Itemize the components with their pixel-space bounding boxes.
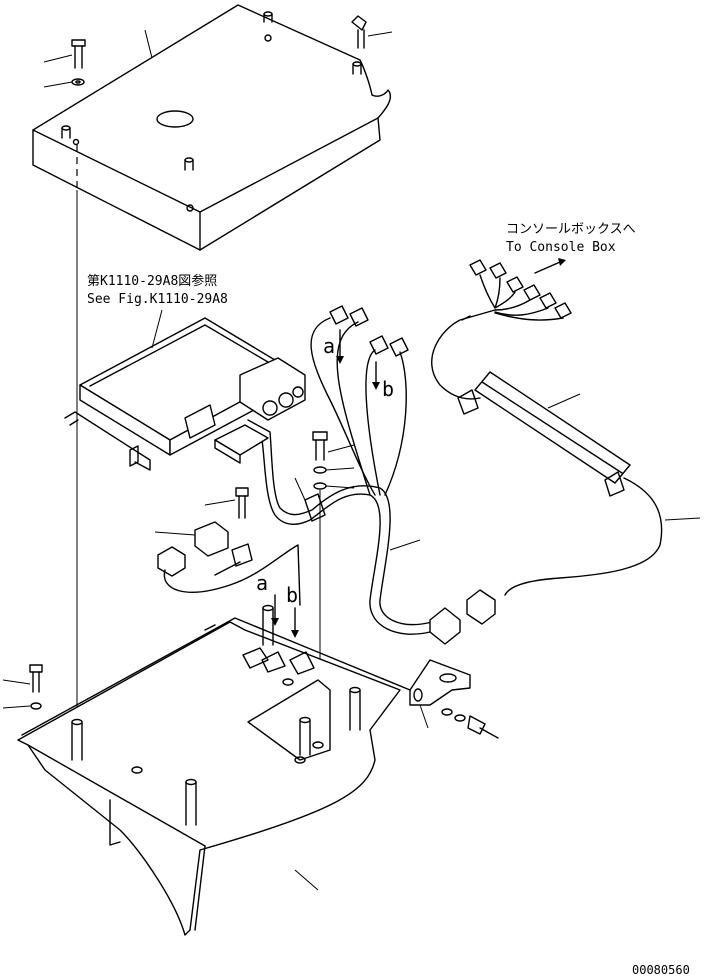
bolt-top-left — [43, 39, 86, 88]
wing-bolt-top-right — [351, 15, 393, 49]
reference-jp-label: 第K1110-29A8図参照 — [87, 273, 217, 289]
bracket-right — [409, 659, 499, 739]
bolt-bottom-left — [2, 664, 43, 710]
reference-en-label: See Fig.K1110-29A8 — [87, 292, 228, 307]
relay-assembly — [154, 487, 301, 606]
connector-b-top-label: b — [382, 377, 394, 401]
console-en-label: To Console Box — [506, 240, 616, 255]
reference-callout: 第K1110-29A8図参照 See Fig.K1110-29A8 — [87, 273, 228, 307]
controller-unit — [64, 309, 306, 471]
connector-b-bottom-label: b — [286, 583, 298, 607]
console-jp-label: コンソールボックスへ — [506, 222, 636, 237]
connector-a-top-label: a — [323, 334, 335, 358]
console-harness: コンソールボックスへ To Console Box — [431, 222, 701, 625]
base-plate — [17, 604, 411, 936]
wiring-harness-left: a b — [214, 305, 461, 645]
connector-arrows-bottom: a b — [256, 571, 299, 638]
drawing-number: 00080560 — [632, 963, 690, 977]
connector-a-bottom-label: a — [256, 571, 268, 595]
top-cover-plate — [32, 4, 392, 251]
